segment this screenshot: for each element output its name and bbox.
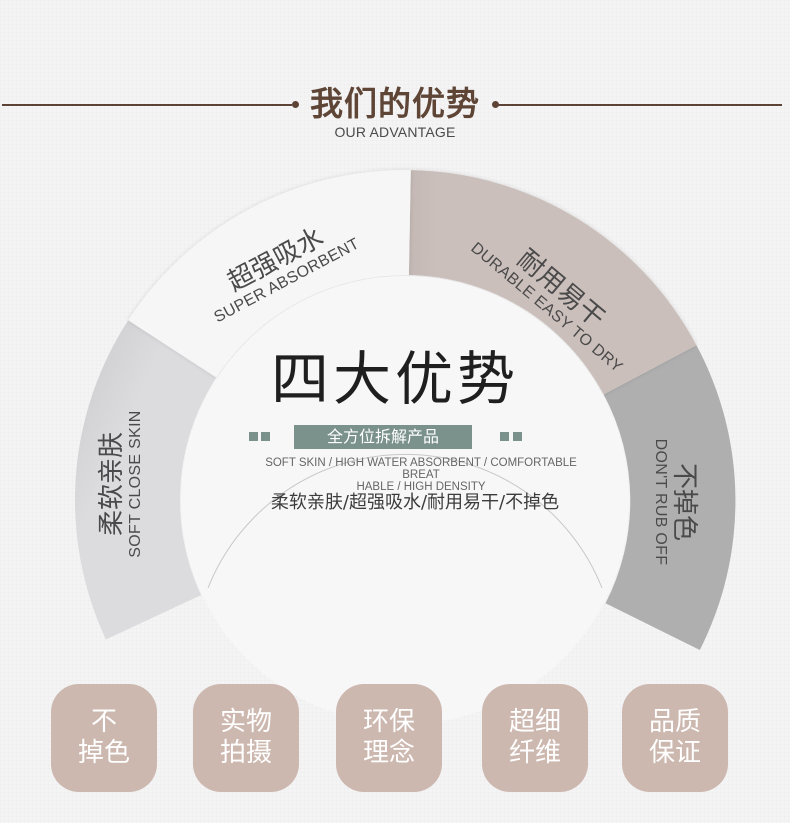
segment-en: DON'T RUB OFF [652,438,669,566]
section-header: 我们的优势 OUR ADVANTAGE [0,82,790,152]
segment-durable-easy-to-dry [408,170,697,395]
chip-line2: 掉色 [77,738,130,768]
english-description-line1: SOFT SKIN / HIGH WATER ABSORBENT / COMFO… [265,457,577,481]
segment-super-absorbent [128,170,411,378]
segment-label-soft-close-skin: 柔软亲肤 SOFT CLOSE SKIN [97,399,145,569]
segment-soft-close-skin [74,320,217,640]
segment-en: SOFT CLOSE SKIN [127,410,144,558]
chip-no-fade: 不 掉色 [51,684,157,792]
chip-line1: 实物 [219,707,272,737]
chip-quality-guarantee: 品质 保证 [622,684,728,792]
center-ring [207,453,603,589]
chip-real-photos: 实物 拍摄 [193,684,299,792]
chip-line1: 环保 [362,707,415,737]
chinese-description: 柔软亲肤/超强吸水/耐用易干/不掉色 [270,492,560,513]
header-rule-left [2,104,292,106]
segment-cn: 柔软亲肤 [97,432,127,537]
feature-chips: 不 掉色 实物 拍摄 环保 理念 超细 纤维 品质 保证 [0,684,790,794]
header-rule-right [496,104,782,106]
square-icon [249,432,258,441]
chip-eco-concept: 环保 理念 [336,684,442,792]
product-breakdown-badge: 全方位拆解产品 [294,425,472,449]
chip-line1: 品质 [648,707,701,737]
center-disc [181,276,629,724]
square-icon [261,432,270,441]
segment-label-dont-rub-off: 不掉色 DON'T RUB OFF [651,422,699,582]
header-dot-right [492,101,499,108]
chip-line1: 超细 [508,707,561,737]
chip-line1: 不 [90,707,117,737]
badge-row: 全方位拆解产品 [247,425,547,449]
section-subtitle: OUR ADVANTAGE [334,124,456,140]
chip-line2: 纤维 [508,738,561,768]
chip-microfiber: 超细 纤维 [482,684,588,792]
square-icon [513,432,522,441]
chip-line2: 拍摄 [219,738,272,768]
header-dot-left [292,101,299,108]
section-title: 我们的优势 [310,84,480,123]
segment-cn: 不掉色 [669,462,699,541]
english-description: SOFT SKIN / HIGH WATER ABSORBENT / COMFO… [246,457,596,493]
english-description-line2: HABLE / HIGH DENSITY [356,481,486,493]
segment-dont-rub-off [603,345,736,650]
chip-line2: 理念 [362,738,415,768]
center-title: 四大优势 [270,345,519,413]
square-icon [500,432,509,441]
chip-line2: 保证 [648,738,701,768]
